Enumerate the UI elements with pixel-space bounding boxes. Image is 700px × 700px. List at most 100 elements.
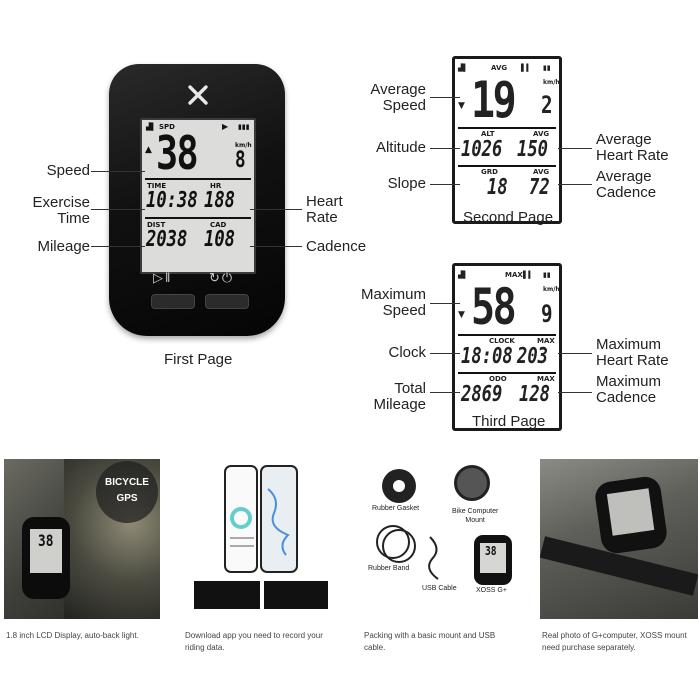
- app-description: Download app you need to record your rid…: [185, 631, 323, 652]
- app-store-badge[interactable]: [194, 581, 260, 609]
- max-hr-label: MAX: [537, 337, 555, 345]
- hr-label: HR: [210, 182, 222, 190]
- callout-line: [430, 303, 460, 304]
- avg-speed-value: 19: [471, 71, 517, 129]
- speed-decimal: 8: [235, 148, 246, 173]
- bicycle-gps-badge: BICYCLE GPS: [105, 477, 149, 504]
- rubber-gasket-icon: [382, 469, 416, 503]
- average-cadence-label: Average Cadence: [596, 168, 657, 201]
- play-icon: ▶: [222, 122, 229, 131]
- grd-label: GRD: [481, 168, 498, 176]
- max-top-label: MAX: [505, 271, 523, 279]
- mounted-photo-tile: [540, 459, 698, 619]
- average-heart-rate-label: Average Heart Rate: [596, 131, 669, 164]
- route-map-icon: [267, 488, 290, 556]
- callout-line: [430, 148, 460, 149]
- mounted-description: Real photo of G+computer, XOSS mount nee…: [542, 631, 687, 652]
- speed-value: 38: [156, 126, 199, 180]
- clock-label: CLOCK: [489, 337, 515, 345]
- second-page-screen: ▟▍ AVG ▌▍ ▮▮ ▼ 19 km/h 2 ALT AVG 1026 15…: [452, 56, 562, 224]
- max-speed-value: 58: [471, 278, 517, 336]
- divider: [458, 127, 556, 129]
- app-tile: [194, 459, 334, 609]
- hr-value: 188: [204, 188, 236, 213]
- phone-ring-chart: [230, 507, 252, 529]
- gps-icon: ▌▍: [523, 271, 534, 279]
- xoss-logo-icon: [188, 85, 208, 105]
- google-play-badge[interactable]: [264, 581, 328, 609]
- odo-value: 2869: [461, 382, 503, 407]
- mount-label: Bike Computer Mount: [452, 508, 499, 524]
- callout-line: [250, 209, 302, 210]
- divider: [145, 217, 251, 219]
- exercise-time-label: Exercise Time: [32, 194, 90, 227]
- altitude-label: Altitude: [375, 139, 426, 156]
- lcd-description: 1.8 inch LCD Display, auto-back light.: [6, 631, 139, 640]
- divider: [145, 178, 251, 180]
- max-cad-value: 128: [519, 382, 551, 407]
- device-screen: ▟▍ SPD ▶ ▮▮▮ ▲ 38 km/h 8 TIME HR 10:38 1…: [140, 118, 256, 274]
- rubber-band-label: Rubber Band: [368, 565, 410, 572]
- third-page-screen: ▟▍ MAX ▌▍ ▮▮ ▼ 58 km/h 9 CLOCK MAX 18:08…: [452, 263, 562, 431]
- speed-unit: km/h: [543, 79, 560, 86]
- dist-label: DIST: [147, 221, 166, 229]
- mileage-label: Mileage: [37, 238, 90, 255]
- speed-unit: km/h: [235, 142, 252, 149]
- total-mileage-label: Total Mileage: [373, 380, 426, 413]
- signal-icon: ▟▍: [458, 271, 469, 279]
- phone-row: [230, 545, 254, 547]
- phone-left: [224, 465, 258, 573]
- second-page-caption: Second Page: [463, 209, 554, 226]
- play-pause-icon: ▷‖: [153, 270, 173, 285]
- dist-value: 2038: [146, 227, 188, 252]
- max-cad-label: MAX: [537, 375, 555, 383]
- badge-circle: [96, 461, 158, 523]
- maximum-cadence-label: Maximum Cadence: [596, 373, 662, 406]
- callout-line: [91, 209, 145, 210]
- mounted-device-screen: [606, 488, 655, 536]
- refresh-power-icon: ↻⏻: [209, 270, 235, 285]
- power-button[interactable]: [205, 294, 249, 309]
- cadence-label: Cadence: [306, 238, 367, 255]
- down-arrow-icon: ▼: [458, 310, 465, 320]
- signal-icon: ▟▍: [146, 123, 157, 131]
- device-photo: 38: [22, 517, 70, 599]
- odo-label: ODO: [489, 375, 507, 383]
- altitude-value: 1026: [461, 137, 503, 162]
- callout-line: [558, 148, 592, 149]
- usb-cable-icon: [428, 536, 439, 580]
- speed-label: Speed: [46, 162, 90, 179]
- callout-line: [558, 353, 592, 354]
- max-hr-value: 203: [517, 344, 549, 369]
- lcd-photo-tile: BICYCLE GPS 38: [4, 459, 160, 619]
- third-page-caption: Third Page: [472, 413, 546, 430]
- status-spd-label: SPD: [159, 123, 175, 131]
- callout-line: [558, 392, 592, 393]
- first-page-caption: First Page: [164, 351, 233, 368]
- device-photo-screen: 38: [30, 529, 62, 573]
- xoss-device-icon: 38: [474, 535, 512, 585]
- phone-row: [230, 537, 254, 539]
- avg-cad-label: AVG: [533, 168, 550, 176]
- divider: [458, 165, 556, 167]
- divider: [458, 372, 556, 374]
- clock-callout-label: Clock: [388, 344, 426, 361]
- mount-icon: [454, 465, 490, 501]
- maximum-speed-label: Maximum Speed: [360, 286, 426, 319]
- start-button[interactable]: [151, 294, 195, 309]
- divider: [458, 334, 556, 336]
- battery-icon: ▮▮: [543, 64, 551, 72]
- slope-label: Slope: [387, 175, 426, 192]
- package-description: Packing with a basic mount and USB cable…: [364, 631, 496, 652]
- max-speed-decimal: 9: [541, 300, 553, 328]
- average-speed-label: Average Speed: [370, 81, 426, 114]
- callout-line: [430, 184, 460, 185]
- grade-value: 18: [487, 175, 508, 200]
- clock-value: 18:08: [461, 344, 513, 369]
- rubber-gasket-label: Rubber Gasket: [372, 505, 420, 512]
- avg-top-label: AVG: [491, 64, 508, 72]
- battery-icon: ▮▮: [543, 271, 551, 279]
- phone-right: [260, 465, 298, 573]
- callout-line: [430, 392, 460, 393]
- time-value: 10:38: [146, 188, 198, 213]
